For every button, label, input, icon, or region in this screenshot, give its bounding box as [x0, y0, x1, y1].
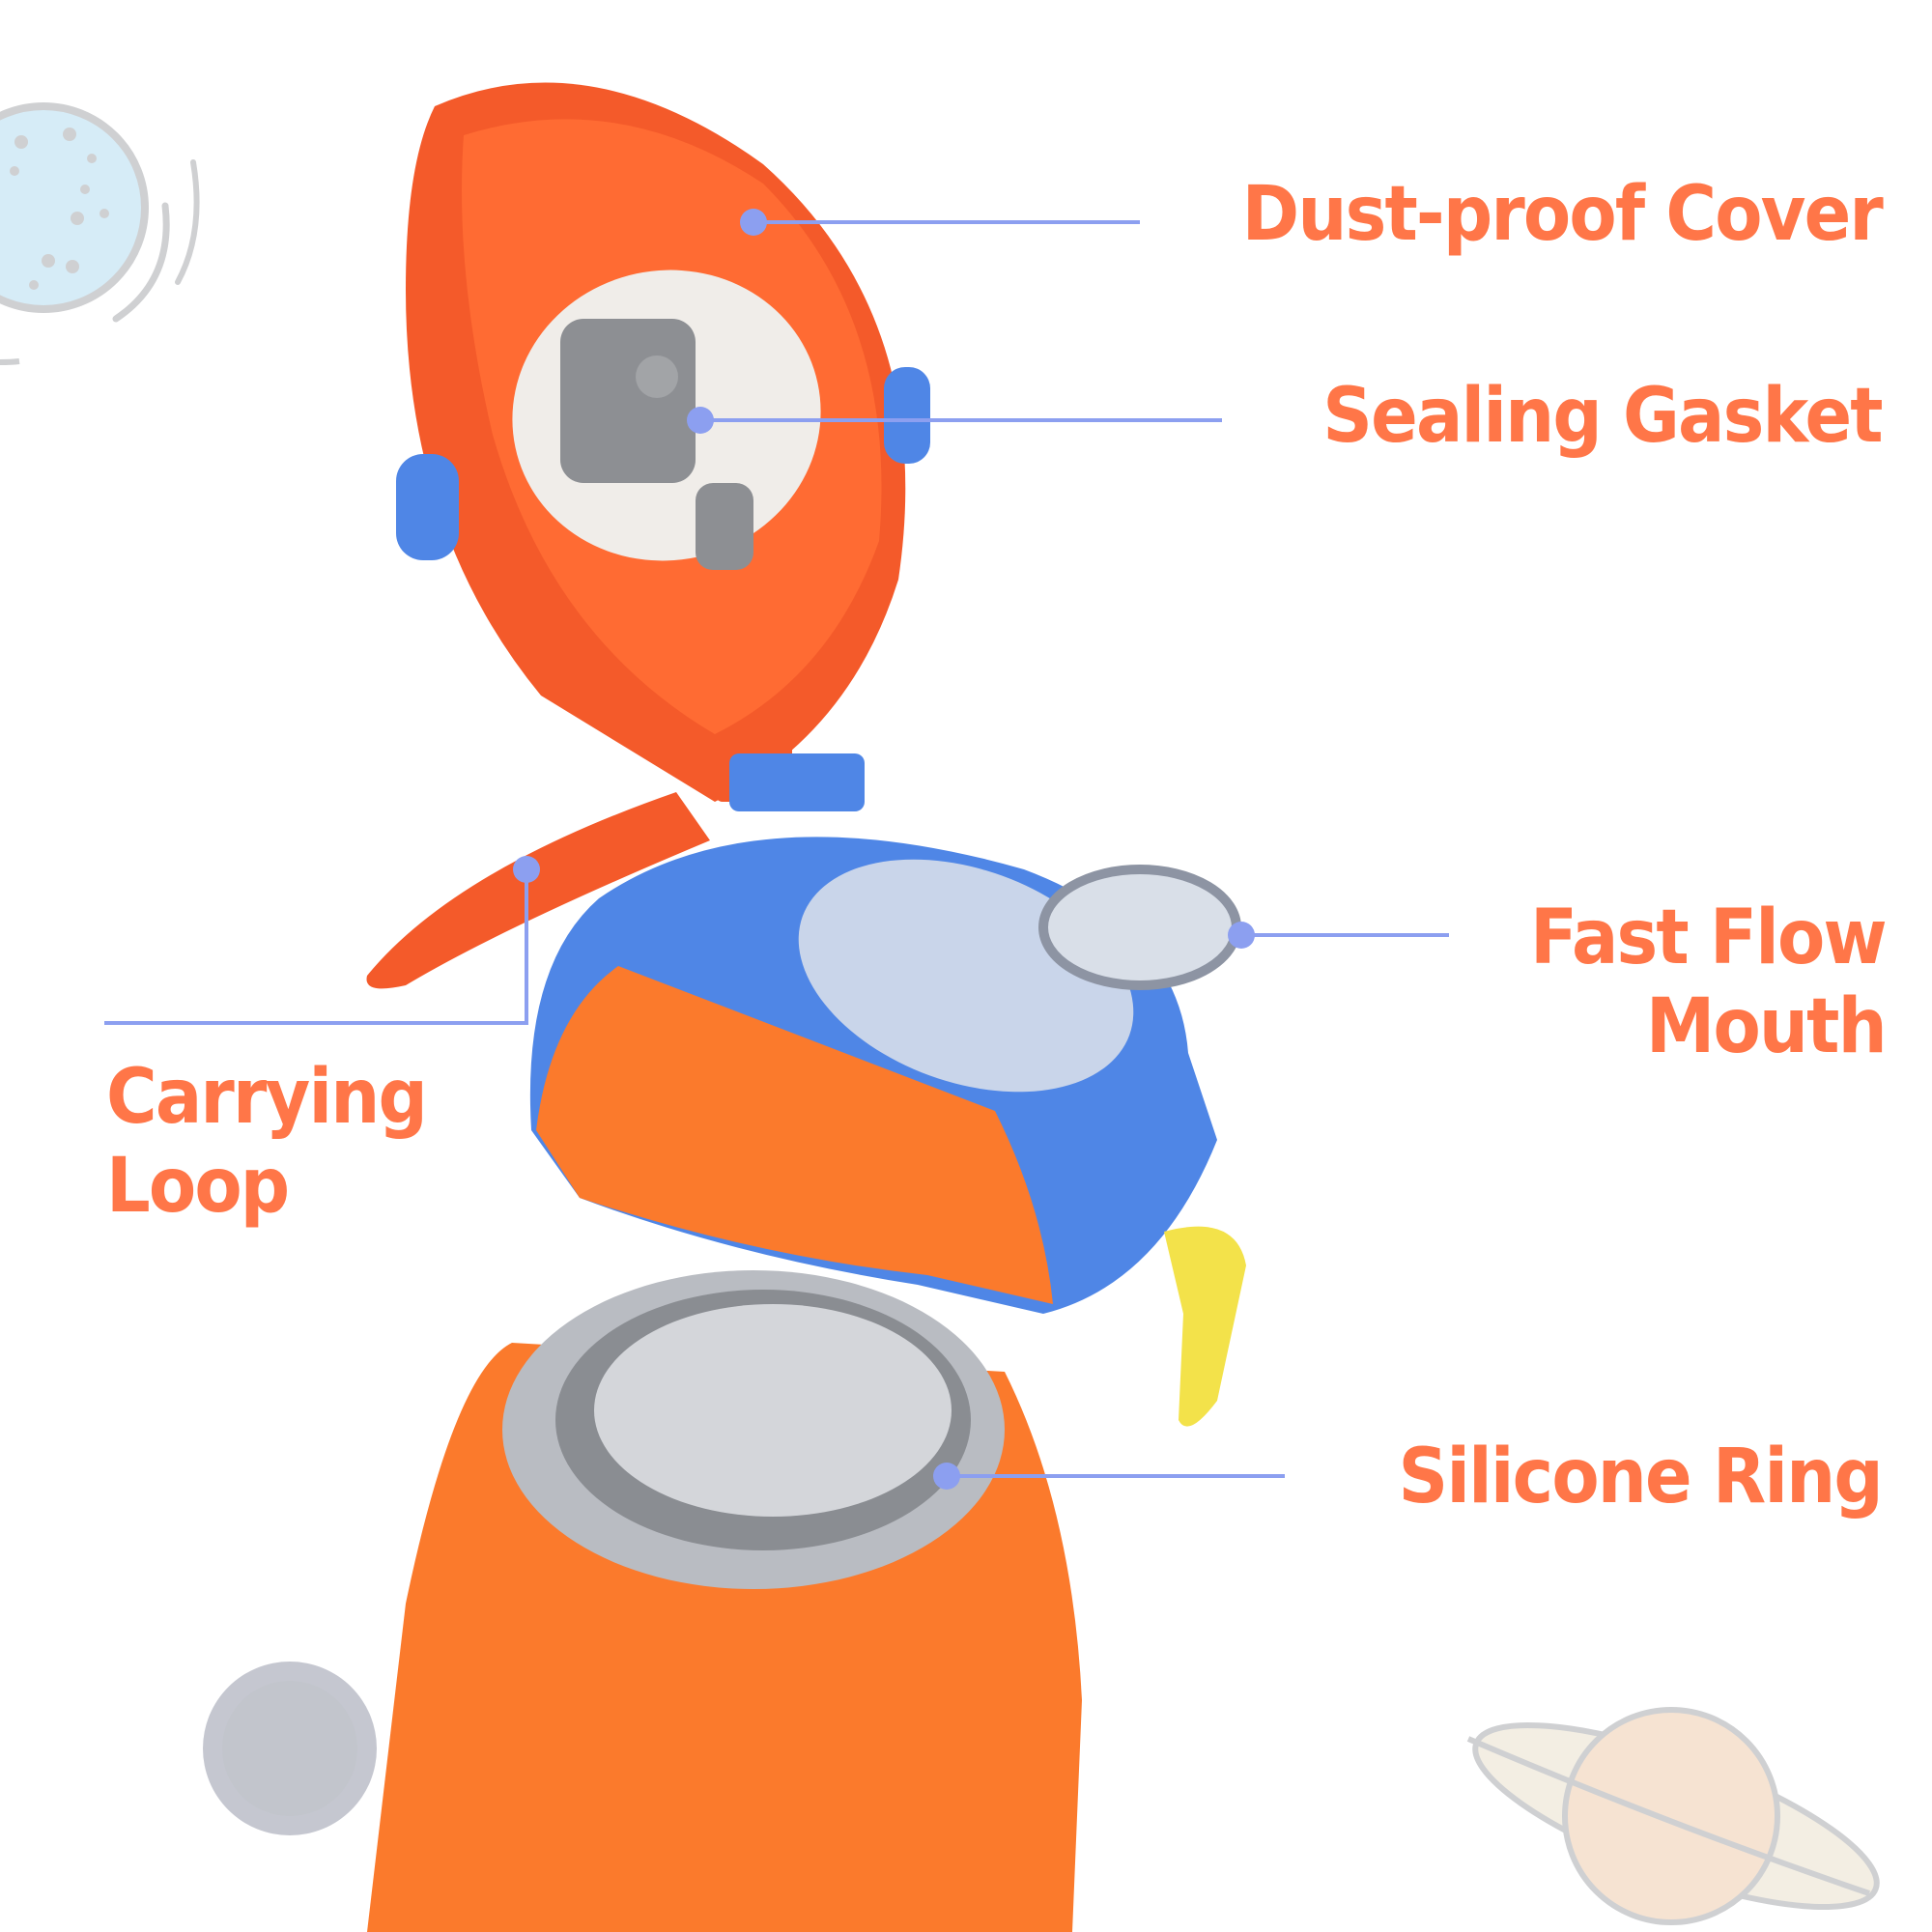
bottle-body — [203, 1270, 1082, 1932]
label-silicone-ring: Silicone Ring — [1398, 1434, 1884, 1520]
moon-icon — [0, 102, 200, 365]
label-dust-proof-cover: Dust-proof Cover — [1241, 171, 1884, 258]
saturn-icon — [1466, 1707, 1880, 1925]
label-carrying-loop: Carrying Loop — [106, 1054, 428, 1230]
anchor-dot-dust-proof-cover — [740, 209, 767, 236]
carrying-loop-part — [366, 792, 710, 989]
dust-proof-lid-part — [396, 82, 930, 811]
leader-line-sealing-gasket — [700, 418, 1222, 422]
leader-line-silicone-ring — [947, 1474, 1285, 1478]
label-fast-flow-mouth: Fast Flow Mouth — [1530, 895, 1888, 1070]
anchor-dot-fast-flow-mouth — [1228, 922, 1255, 949]
anchor-dot-carrying-loop — [513, 856, 540, 883]
leader-line-carrying-loop-horizontal — [104, 1021, 528, 1025]
leader-line-fast-flow-mouth — [1241, 933, 1449, 937]
anchor-dot-sealing-gasket — [687, 407, 714, 434]
anchor-dot-silicone-ring — [933, 1463, 960, 1490]
cap-part — [529, 837, 1246, 1427]
leader-line-carrying-loop-vertical — [525, 869, 528, 1024]
leader-line-dust-proof-cover — [753, 220, 1140, 224]
label-sealing-gasket: Sealing Gasket — [1322, 373, 1884, 460]
